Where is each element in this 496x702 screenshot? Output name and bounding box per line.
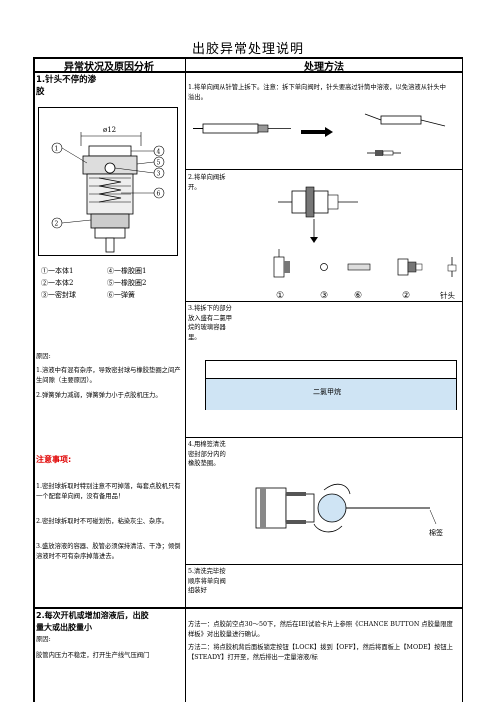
section1-heading-line2: 胶 [36, 87, 45, 97]
cotton-swab-label: 棉签 [429, 528, 443, 537]
step-1-text: 1.将单向阀从针管上拆下。注意：拆下单向阀时，针头要高过针筒中溶液，以免溶液从针… [188, 84, 446, 101]
section2-heading-line2: 量大或出胶量小 [36, 623, 92, 632]
header-method: 处理方法 [304, 62, 344, 73]
dim-label: ø12 [103, 126, 116, 134]
instruction-table: 异常状况及原因分析 处理方法 1.针头不停的渗 胶 ø12 1 2 3 4 [33, 57, 463, 702]
part-label-4: ④一橡胶圈1 [107, 267, 147, 275]
section2-method-2: 方法二：将点胶机背后面板锁定按钮【LOCK】拨到【OFF】，然后将面板上【MOD… [188, 644, 453, 661]
cause-label: 原因: [36, 353, 51, 360]
svg-text:4: 4 [157, 149, 161, 156]
step-2-text: 2.将单向阀拆开。 [188, 174, 226, 191]
part-label-1: ①一本体1 [41, 267, 74, 275]
part-label-6: ⑥一弹簧 [107, 291, 135, 299]
section2-cause-text: 胶管内压力不稳定，打开生产线气压阀门 [36, 652, 150, 659]
valve-cross-section-diagram: ø12 1 2 3 4 5 6 [51, 126, 165, 253]
part-label-2: ②一本体2 [41, 279, 74, 287]
part-label-5: ⑤一橡胶圈2 [107, 279, 147, 287]
part-label-3: ③一密封球 [41, 291, 76, 299]
step-4-text: 4.用棉签清洗密封部分内的橡胶垫圈。 [188, 441, 226, 467]
header-cause: 异常状况及原因分析 [64, 62, 154, 73]
dichloromethane-liquid [206, 378, 456, 410]
svg-text:2: 2 [55, 221, 59, 228]
cause-1: 1.溶液中有混有杂序，导致密封球与橡胶垫圈之间产生间隙（主要原因）。 [36, 367, 181, 384]
notice-1: 1.密封球拆取时特别注意不可掉落，每套点胶机只有一个配套单向阀，没有备用品！ [36, 483, 181, 500]
valve-diagram-frame [38, 107, 178, 256]
page-title: 出胶异常处理说明 [191, 42, 304, 57]
notice-2: 2.密封球拆取时不可碰划伤，粘染灰尘、杂序。 [36, 518, 168, 525]
step-3-text: 3.将拆下的部分放入盛有二氯甲烷的玻璃容器里。 [188, 305, 233, 341]
dichloromethane-label: 二氯甲烷 [313, 388, 341, 396]
step-4-cleaning-diagram: 棉签 [255, 483, 443, 537]
step-5-text: 5.清洗完毕按顺序将单向阀组装好 [188, 568, 226, 594]
svg-text:6: 6 [157, 191, 161, 198]
svg-text:1: 1 [55, 146, 59, 153]
section1-heading-line1: 1.针头不停的渗 [36, 75, 97, 85]
section2-method-1: 方法一：点胶前空点30～50下，然后在IEI试验卡片上参照《CHANCE BUT… [188, 621, 453, 638]
svg-text:5: 5 [157, 160, 161, 167]
step-1-syringe-diagram [193, 113, 446, 156]
svg-text:3: 3 [157, 171, 161, 178]
step-2-disassembly-diagram: ① ③ ⑥ ② 针头 [273, 186, 457, 301]
notice-title: 注意事项: [36, 455, 72, 464]
notice-3: 3.盛放溶液的容器、胶管必须保持清洁、干净；倾倒溶液时不可有杂序掉落进去。 [36, 543, 181, 560]
cause-2: 2.弹簧弹力减弱，弹簧弹力小于点胶机压力。 [36, 392, 162, 399]
section2-cause-label: 原因: [36, 636, 51, 643]
svg-text:针头: 针头 [440, 290, 455, 300]
svg-text:①: ① [276, 291, 284, 301]
svg-text:③: ③ [320, 291, 328, 301]
section2-heading-line1: 2.每次开机或增加溶液后，出胶 [36, 611, 149, 620]
svg-text:②: ② [402, 291, 410, 301]
svg-text:⑥: ⑥ [354, 291, 362, 301]
